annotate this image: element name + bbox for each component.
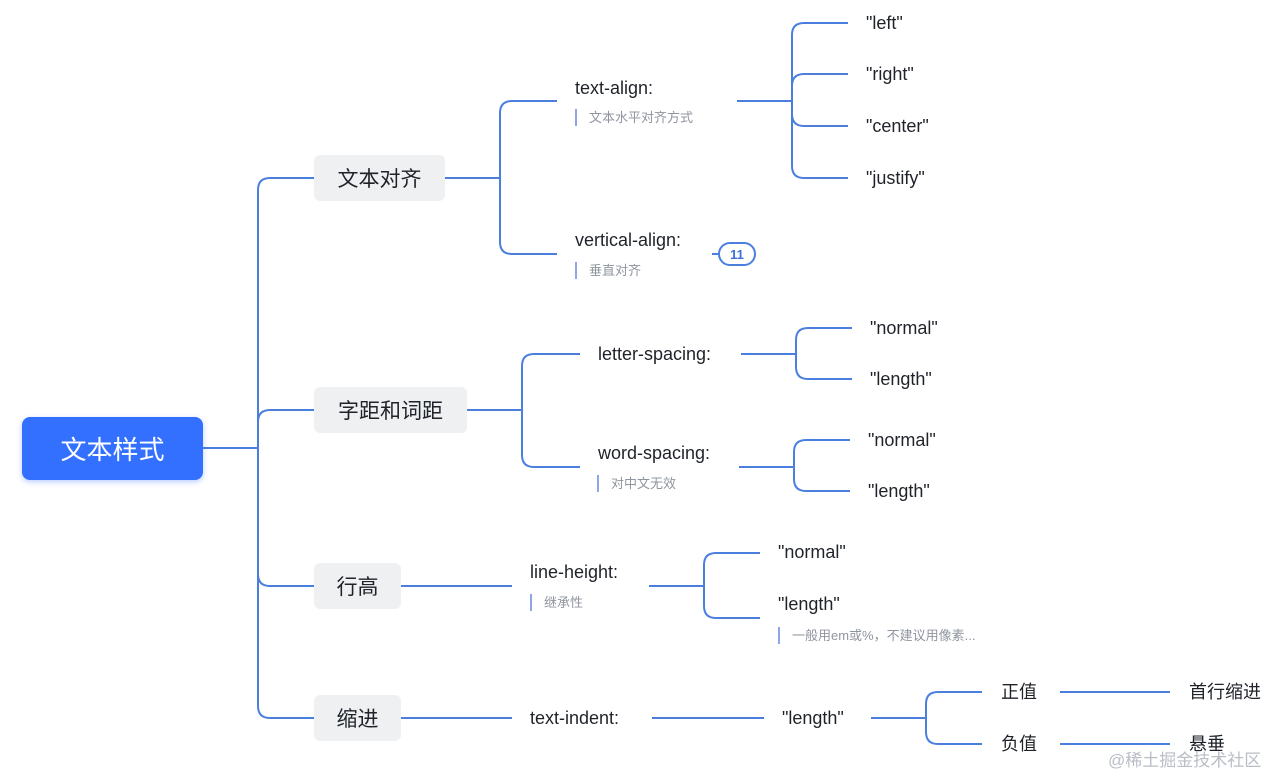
line-to-indent xyxy=(257,448,314,719)
indent-negative-result[interactable]: 悬垂 xyxy=(1189,734,1225,754)
text-indent-length[interactable]: "length" xyxy=(782,708,844,728)
line-height-node[interactable]: line-height: xyxy=(530,562,619,582)
indent-positive-result[interactable]: 首行缩进 xyxy=(1189,682,1261,702)
branch-line-height[interactable]: 行高 xyxy=(314,563,401,609)
line-to-word-spacing xyxy=(521,410,580,468)
line-right xyxy=(791,73,848,101)
letter-spacing-node[interactable]: letter-spacing: xyxy=(598,344,712,364)
line-to-spacing xyxy=(257,409,314,448)
indent-positive[interactable]: 正值 xyxy=(1001,682,1037,702)
line-height-note: 继承性 xyxy=(530,594,583,611)
line-word-normal xyxy=(793,439,850,467)
line-letter-normal xyxy=(795,327,852,354)
line-justify xyxy=(791,101,848,179)
line-to-text-align xyxy=(499,100,557,178)
line-word-length xyxy=(793,467,850,492)
line-height-normal[interactable]: "normal" xyxy=(778,542,846,562)
line-negative xyxy=(925,718,982,745)
line-height-length[interactable]: "length" xyxy=(778,594,840,614)
line-left xyxy=(791,22,848,101)
indent-negative[interactable]: 负值 xyxy=(1001,734,1037,754)
word-length[interactable]: "length" xyxy=(868,481,930,501)
line-to-lineheight xyxy=(257,448,314,587)
root-node[interactable]: 文本样式 xyxy=(22,417,203,480)
line-to-vertical-align xyxy=(499,178,557,255)
line-positive xyxy=(925,691,982,718)
value-right[interactable]: "right" xyxy=(866,64,914,84)
line-to-align xyxy=(257,177,314,448)
text-indent-node[interactable]: text-indent: xyxy=(530,708,620,728)
collapsed-count-badge[interactable]: 11 xyxy=(718,242,756,266)
word-spacing-node[interactable]: word-spacing: xyxy=(598,443,711,463)
line-lh-normal xyxy=(703,552,760,586)
watermark: @稀土掘金技术社区 xyxy=(1108,751,1262,770)
text-align-node[interactable]: text-align: xyxy=(575,78,654,98)
value-justify[interactable]: "justify" xyxy=(866,168,925,188)
branch-spacing[interactable]: 字距和词距 xyxy=(314,387,467,433)
value-left[interactable]: "left" xyxy=(866,13,903,33)
branch-text-align[interactable]: 文本对齐 xyxy=(314,155,445,201)
vertical-align-note: 垂直对齐 xyxy=(575,262,641,279)
text-align-note: 文本水平对齐方式 xyxy=(575,109,693,126)
branch-indent[interactable]: 缩进 xyxy=(314,695,401,741)
line-letter-length xyxy=(795,354,852,380)
line-height-length-note: 一般用em或%，不建议用像素... xyxy=(778,627,975,644)
letter-normal[interactable]: "normal" xyxy=(870,318,938,338)
value-center[interactable]: "center" xyxy=(866,116,929,136)
letter-length[interactable]: "length" xyxy=(870,369,932,389)
line-to-letter-spacing xyxy=(521,353,580,410)
word-normal[interactable]: "normal" xyxy=(868,430,936,450)
word-spacing-note: 对中文无效 xyxy=(597,475,676,492)
line-lh-length xyxy=(703,586,760,619)
line-center xyxy=(791,101,848,127)
vertical-align-node[interactable]: vertical-align: xyxy=(575,230,682,250)
